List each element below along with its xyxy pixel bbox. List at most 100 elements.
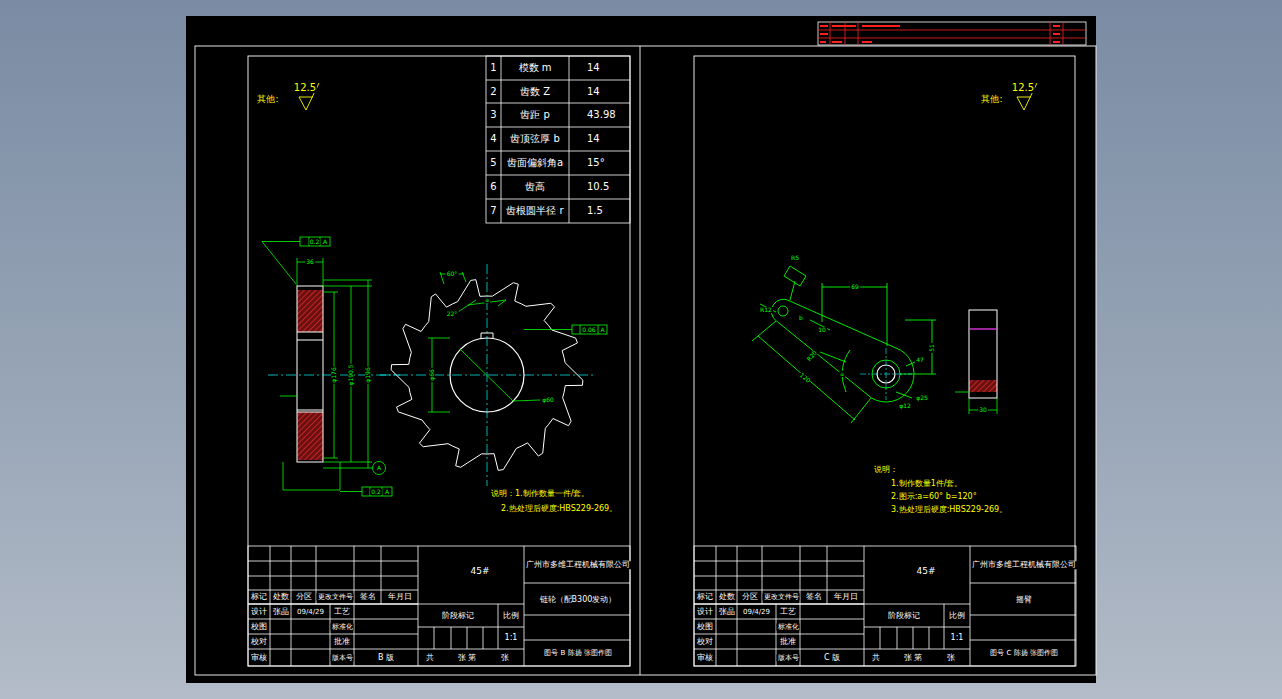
drawing-text: 0.2 bbox=[309, 239, 321, 245]
drawing-text: 校对 bbox=[250, 638, 268, 646]
drawing-text: 47 bbox=[915, 357, 925, 363]
drawing-text: 共 bbox=[425, 654, 435, 662]
revision-table bbox=[818, 22, 1086, 45]
drawing-text: 齿面偏斜角a bbox=[506, 158, 564, 168]
drawing-text: a bbox=[484, 297, 490, 303]
drawing-text: φ25 bbox=[915, 395, 929, 401]
drawing-text: 10 bbox=[817, 327, 827, 333]
drawing-text: 齿高 bbox=[524, 182, 546, 192]
title-block bbox=[694, 546, 1076, 666]
drawing-text: 张晶 bbox=[272, 608, 290, 616]
drawing-text: 14 bbox=[586, 87, 601, 97]
sprocket-section-view bbox=[262, 237, 400, 496]
drawing-text: 120 bbox=[798, 371, 812, 384]
drawing-text: 60° bbox=[446, 271, 459, 277]
drawing-text: 14 bbox=[586, 63, 601, 73]
drawing-text: 校对 bbox=[696, 638, 714, 646]
drawing-text: 分区 bbox=[295, 593, 313, 601]
drawing-text: φ66 bbox=[429, 368, 435, 382]
drawing-text: 2.热处理后硬度:HBS229-269。 bbox=[500, 505, 618, 513]
drawing-text: 版本号 bbox=[777, 655, 800, 662]
drawing-text: 批准 bbox=[333, 638, 351, 646]
drawing-text: 更改文件号 bbox=[317, 594, 354, 601]
drawing-text: φ190.5 bbox=[348, 363, 354, 386]
drawing-text: 6 bbox=[489, 182, 497, 192]
drawing-text: 更改文件号 bbox=[763, 594, 800, 601]
drawing-text: 阶段标记 bbox=[441, 612, 475, 620]
drawing-text: φ176 bbox=[331, 366, 337, 383]
drawing-text: 1:1 bbox=[950, 634, 965, 642]
drawing-text: 分区 bbox=[741, 593, 759, 601]
drawing-text: 43.98 bbox=[586, 110, 617, 120]
drawing-text: R20 bbox=[805, 349, 818, 363]
drawing-text: 说明： bbox=[873, 466, 899, 474]
drawing-text: 标记 bbox=[250, 593, 268, 601]
drawing-text: 09/4/29 bbox=[742, 609, 771, 616]
drawing-text: 45# bbox=[470, 567, 491, 576]
drawing-text: 1.5 bbox=[586, 206, 604, 216]
drawing-text: R5 bbox=[790, 255, 800, 261]
drawing-text: 51 bbox=[929, 343, 935, 353]
drawing-text: 工艺 bbox=[779, 608, 797, 616]
drawing-text: φ60 bbox=[541, 397, 555, 403]
drawing-text: 张 第 bbox=[903, 654, 924, 662]
drawing-text: 校图 bbox=[696, 623, 714, 631]
drawing-text: 12.5 bbox=[293, 83, 317, 93]
drawing-text: 5 bbox=[489, 158, 497, 168]
drawing-text: 张 bbox=[946, 654, 956, 662]
arm-drawing bbox=[752, 266, 997, 423]
drawing-text: R12 bbox=[759, 307, 773, 313]
drawing-text: 比例 bbox=[948, 612, 966, 620]
drawing-text: 其他: bbox=[980, 95, 1003, 104]
drawing-text: 张 bbox=[500, 654, 510, 662]
drawing-text: 设计 bbox=[250, 608, 268, 616]
drawing-text: 设计 bbox=[696, 608, 714, 616]
drawing-text: 张 第 bbox=[457, 654, 478, 662]
drawing-text: 摇臂 bbox=[1015, 596, 1033, 604]
drawing-text: A bbox=[376, 465, 382, 471]
parameter-table bbox=[486, 56, 630, 223]
drawing-ground bbox=[186, 16, 1096, 683]
drawing-text: 年月日 bbox=[833, 593, 859, 601]
title-block bbox=[248, 546, 630, 666]
drawing-text: 链轮（配B300发动） bbox=[539, 596, 618, 604]
drawing-text: 14 bbox=[586, 134, 601, 144]
drawing-text: 齿顶弦厚 b bbox=[509, 134, 561, 144]
drawing-text: 版本号 bbox=[331, 655, 354, 662]
drawing-text: A bbox=[322, 239, 328, 245]
drawing-text: 其他: bbox=[256, 95, 279, 104]
drawing-text: 处数 bbox=[718, 593, 736, 601]
drawing-text: 30 bbox=[978, 407, 988, 413]
drawing-text: 齿数 Z bbox=[519, 87, 551, 97]
drawing-text: 2 bbox=[489, 87, 497, 97]
drawing-text: φ12 bbox=[898, 403, 912, 409]
drawing-text: 工艺 bbox=[333, 608, 351, 616]
drawing-text: 签名 bbox=[359, 593, 377, 601]
sprocket-front-view bbox=[380, 264, 607, 486]
drawing-text: 张晶 bbox=[718, 608, 736, 616]
drawing-text: a bbox=[839, 371, 845, 377]
drawing-text: 0.06 bbox=[581, 327, 596, 333]
drawing-text: 09/4/29 bbox=[296, 609, 325, 616]
drawing-text: 批准 bbox=[779, 638, 797, 646]
drawing-text: B 版 bbox=[377, 654, 395, 662]
drawing-text: 模数 m bbox=[518, 63, 553, 73]
drawing-text: 1 bbox=[489, 63, 497, 73]
drawing-text: 1:1 bbox=[504, 634, 519, 642]
drawing-text: 标记 bbox=[696, 593, 714, 601]
drawing-text: 审核 bbox=[250, 654, 268, 662]
drawing-text: 45# bbox=[916, 567, 937, 576]
drawing-text: 0.2 bbox=[370, 489, 382, 495]
drawing-text: 处数 bbox=[272, 593, 290, 601]
drawing-text: 图号 B 陈扬 张图作图 bbox=[543, 650, 612, 657]
drawing-text: 标准化 bbox=[331, 624, 354, 631]
drawing-text: 22° bbox=[446, 311, 459, 317]
drawing-text: 69 bbox=[850, 284, 860, 290]
drawing-text: 2.图示:a=60° b=120° bbox=[890, 493, 978, 501]
drawing-text: 年月日 bbox=[387, 593, 413, 601]
drawing-text: A bbox=[599, 327, 605, 333]
drawing-text: 3 bbox=[489, 110, 497, 120]
drawing-text: 4 bbox=[489, 134, 497, 144]
drawing-text: C 版 bbox=[823, 654, 841, 662]
drawing-text: 审核 bbox=[696, 654, 714, 662]
